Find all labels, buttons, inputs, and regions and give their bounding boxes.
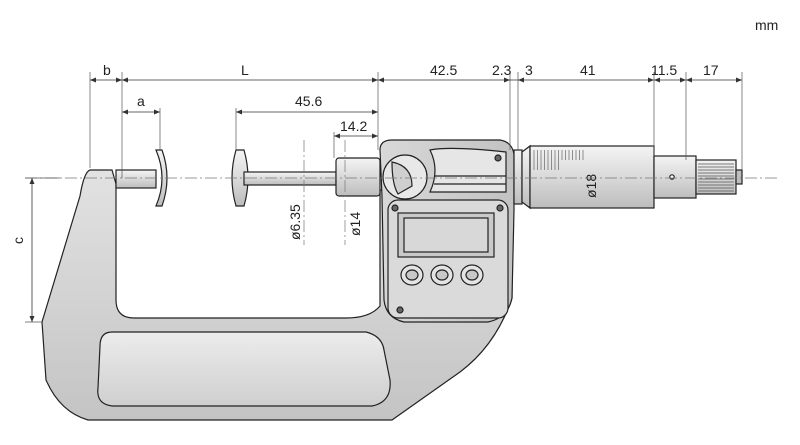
button-icon [430,264,454,286]
spindle [231,149,381,207]
dim-14-2: 14.2 [340,118,367,134]
dim-c: c [10,237,26,244]
dim-17: 17 [703,62,719,78]
dim-11-5: 11.5 [651,62,677,78]
dim-41: 41 [580,62,596,78]
dim-L: L [241,62,249,78]
screw-icon [494,154,502,162]
dim-dia-6-35: ø6.35 [287,204,303,240]
dim-b: b [103,62,111,78]
button-icon [460,264,484,286]
screw-icon [391,204,399,212]
unit-label: mm [755,17,778,33]
dim-dia-18: ø18 [583,174,599,198]
button-icon [400,264,424,286]
dim-2-3: 2.3 [492,62,512,78]
dim-42-5: 42.5 [430,62,457,78]
screw-icon [396,306,404,314]
screw-icon [496,204,504,212]
dim-dia-14: ø14 [347,212,363,236]
dimensions: b L 42.5 2.3 3 41 11.5 17 a 45.6 14.2 c … [10,62,742,322]
thimble-assembly [513,144,743,210]
dim-a: a [137,93,145,109]
anvil [115,149,168,207]
dim-45-6: 45.6 [295,93,322,109]
dim-3: 3 [525,62,533,78]
head [379,139,515,323]
